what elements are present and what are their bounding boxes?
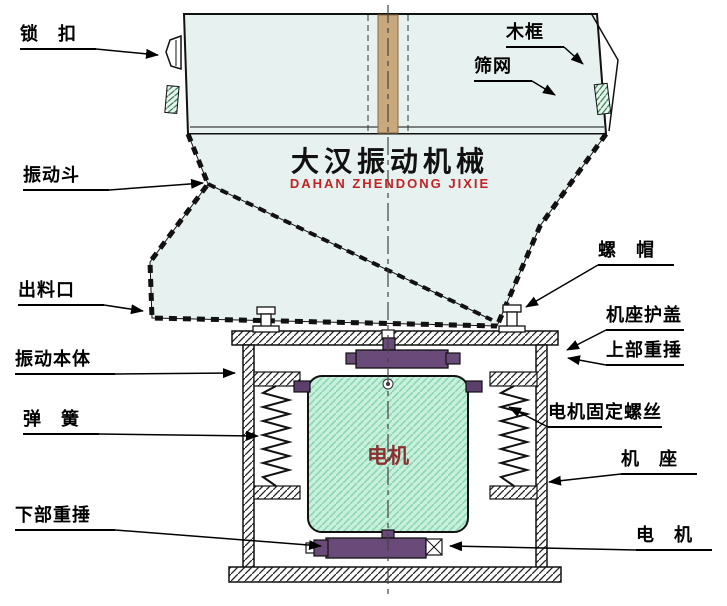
leader-discharge xyxy=(103,304,144,315)
leader-hopper xyxy=(108,178,204,191)
bolt-cross-2 xyxy=(425,538,443,556)
brand-watermark-cn: 大汉振动机械 xyxy=(290,147,489,178)
label-base: 机 座 xyxy=(621,448,697,475)
label-sieve-mesh: 筛网 xyxy=(474,55,532,82)
leader-nut xyxy=(525,264,599,308)
leader-lines xyxy=(95,46,637,552)
hopper-right-checker xyxy=(494,132,609,327)
upper-weight-block xyxy=(355,349,449,369)
label-lower-weight: 下部重捶 xyxy=(15,504,115,531)
spring-seat-top-right xyxy=(489,371,538,387)
mesh-strip-left xyxy=(164,84,180,115)
hopper-incline-checker xyxy=(207,182,493,322)
label-motor-fixing-screw: 电机固定螺丝 xyxy=(548,401,662,428)
bolt-nut-right xyxy=(498,304,526,333)
leader-body xyxy=(114,368,236,379)
leader-base xyxy=(548,473,622,486)
base-bottom xyxy=(228,566,562,583)
motor-assembly: 电机 xyxy=(293,329,483,559)
brand-watermark-en: DAHAN ZHENDONG JIXIE xyxy=(289,176,491,191)
mesh-strip-right xyxy=(593,82,612,116)
leader-upper-weight xyxy=(567,355,607,366)
leader-spring xyxy=(98,430,259,441)
spring-seat-bottom-right xyxy=(489,485,538,500)
label-base-cover: 机座护盖 xyxy=(606,304,684,331)
leader-lower-weight xyxy=(114,529,322,551)
lower-weight-bolt-left xyxy=(313,539,329,557)
label-discharge-port: 出料口 xyxy=(18,279,104,306)
spring-seat-bottom-left xyxy=(253,485,301,500)
leader-sieve-mesh xyxy=(531,80,556,96)
upper-weight-nub-right xyxy=(445,352,461,365)
leader-motor-screw xyxy=(508,406,549,428)
latch-shape xyxy=(165,34,182,71)
label-nut: 螺 帽 xyxy=(598,239,674,266)
spring-left xyxy=(259,385,293,487)
motor-fixing-screw-left xyxy=(293,380,311,393)
wood-frame-edge xyxy=(590,12,619,132)
label-vibration-hopper: 振动斗 xyxy=(23,164,109,191)
label-upper-weight: 上部重捶 xyxy=(606,339,684,366)
leader-wood-frame xyxy=(563,46,584,65)
label-motor: 电 机 xyxy=(636,524,712,551)
leader-lock xyxy=(95,48,159,59)
upper-weight-nub-left xyxy=(345,352,357,365)
leader-base-cover xyxy=(566,329,607,351)
label-vibration-body: 振动本体 xyxy=(15,348,115,375)
lower-weight-block xyxy=(325,537,427,559)
base-wall-left xyxy=(242,344,255,572)
base-wall-right xyxy=(535,344,548,572)
label-spring: 弹 簧 xyxy=(23,408,99,435)
label-wood-frame: 木框 xyxy=(506,21,564,48)
spring-right xyxy=(497,385,531,487)
leader-motor xyxy=(449,541,637,552)
label-lock: 锁 扣 xyxy=(20,23,96,50)
motor-fixing-screw-right xyxy=(465,380,483,393)
bolt-left xyxy=(252,306,280,333)
spring-seat-top-left xyxy=(253,371,301,387)
